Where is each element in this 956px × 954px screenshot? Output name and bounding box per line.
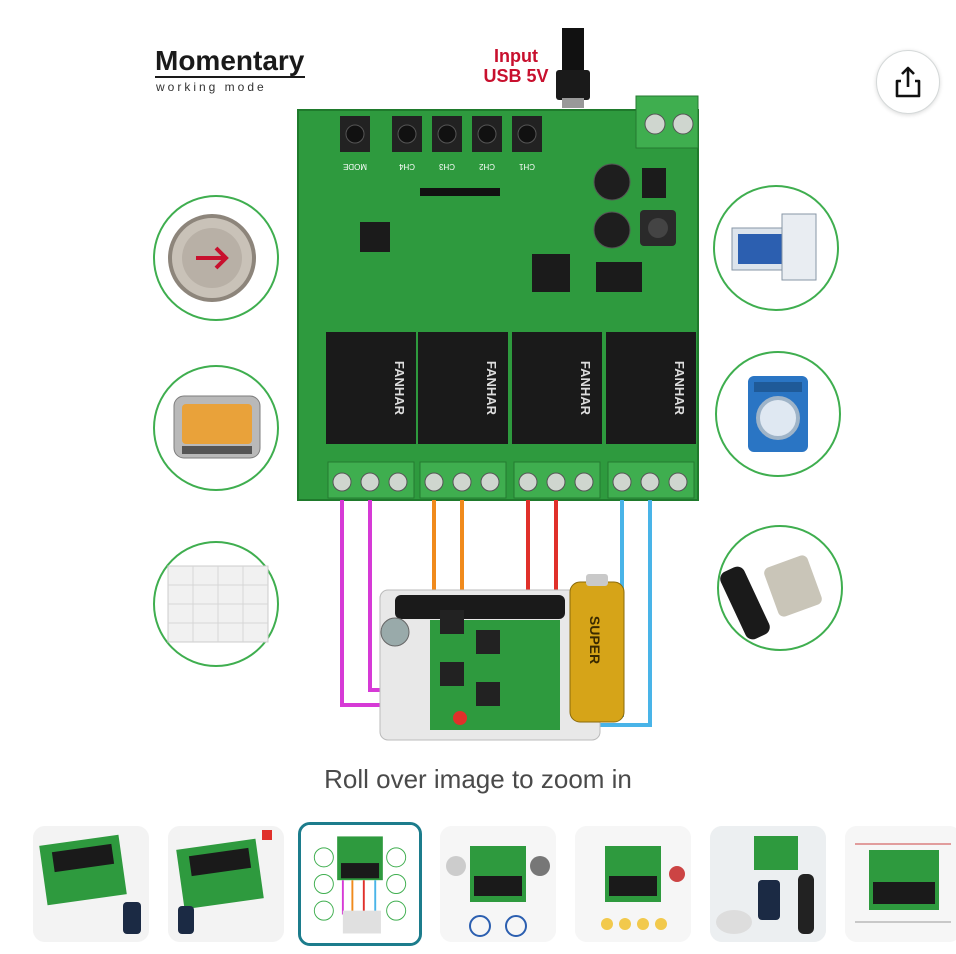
share-button[interactable] — [876, 50, 940, 114]
main-product-image[interactable]: Momentary working mode Input USB 5V MODE — [0, 0, 956, 760]
computer-icon — [714, 186, 838, 310]
board-label-ch3: CH3 — [438, 162, 455, 171]
oven-icon — [154, 366, 278, 490]
washing-machine-icon — [716, 352, 840, 476]
thumbnail-strip — [0, 822, 956, 946]
thumbnail-6[interactable] — [710, 826, 826, 942]
board-label-ch1: CH1 — [518, 162, 535, 171]
relay-brand-1: FANHAR — [392, 361, 407, 416]
relay-brand-2: FANHAR — [484, 361, 499, 416]
input-label-line1: Input — [494, 46, 538, 66]
mode-subtitle: working mode — [155, 80, 267, 94]
board-label-ch2: CH2 — [478, 162, 495, 171]
elevator-button-icon — [154, 196, 278, 320]
relay-brand-4: FANHAR — [672, 361, 687, 416]
switch-panel-icon — [154, 542, 278, 666]
input-label-line2: USB 5V — [483, 66, 548, 86]
board-label-ch4: CH4 — [398, 162, 415, 171]
thumbnail-3-selected[interactable] — [298, 822, 422, 946]
zoom-hint: Roll over image to zoom in — [0, 764, 956, 795]
mode-title: Momentary — [155, 45, 305, 76]
thumbnail-1[interactable] — [33, 826, 149, 942]
remote-board: SUPER — [380, 574, 624, 740]
remote-control-icon — [718, 526, 842, 650]
board-label-mode: MODE — [343, 162, 367, 171]
thumbnail-2[interactable] — [168, 826, 284, 942]
share-icon — [893, 65, 923, 99]
relay-brand-3: FANHAR — [578, 361, 593, 416]
battery-label: SUPER — [587, 616, 603, 664]
thumbnail-7[interactable] — [845, 826, 956, 942]
thumbnail-5[interactable] — [575, 826, 691, 942]
relay-board: MODE CH4 CH3 CH2 CH1 FANHAR FANHAR — [298, 96, 698, 500]
thumbnail-4[interactable] — [440, 826, 556, 942]
